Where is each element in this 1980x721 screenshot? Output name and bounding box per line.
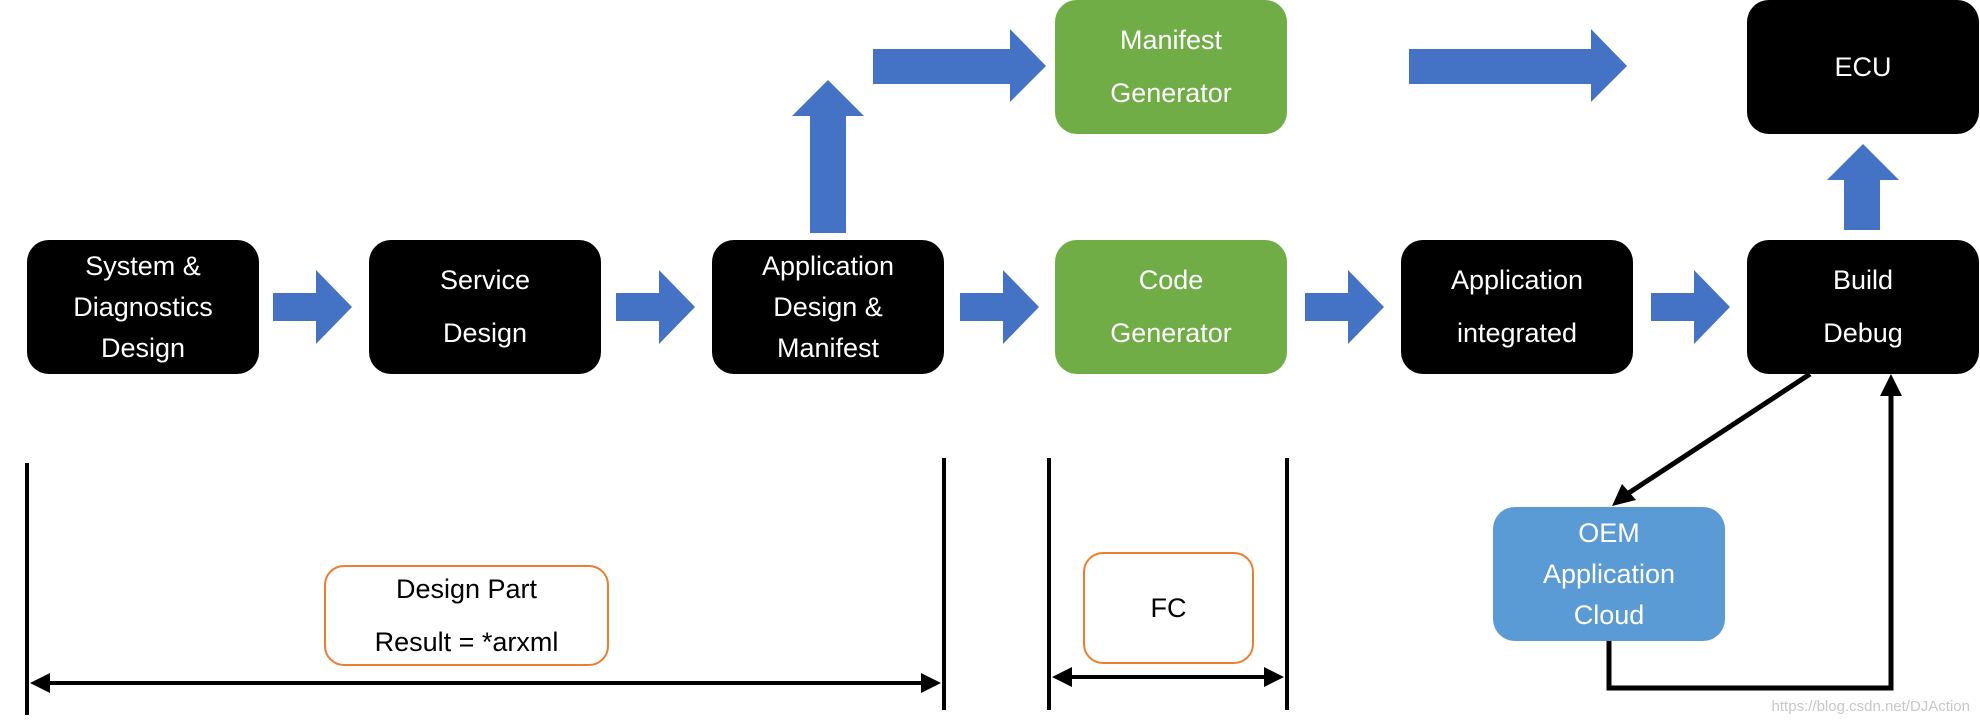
node-label: Design &: [773, 291, 883, 322]
node-label: Generator: [1110, 78, 1232, 108]
node-label: Build: [1832, 265, 1894, 295]
node-manifest-generator: Manifest Generator: [1055, 0, 1287, 134]
node-application-design: Application Design & Manifest: [712, 240, 944, 374]
block-arrow-system-to-service: [273, 270, 352, 344]
node-label: Application: [1542, 558, 1676, 589]
node-label: Debug: [1823, 318, 1903, 348]
node-label: Application: [1450, 265, 1584, 295]
block-arrow-application-up: [792, 80, 864, 233]
annotation-label: Design Part: [395, 573, 538, 604]
node-label: OEM: [1578, 517, 1640, 548]
node-label: Cloud: [1573, 599, 1645, 630]
node-code-generator: Code Generator: [1055, 240, 1287, 374]
cloud-to-build-arrow: [1606, 388, 1894, 691]
node-label: Service: [439, 265, 531, 295]
node-label: Design: [442, 318, 528, 348]
node-label: integrated: [1456, 318, 1578, 348]
node-service-design: Service Design: [369, 240, 601, 374]
block-arrow-to-manifest: [873, 29, 1046, 102]
watermark: https://blog.csdn.net/DJAction: [1771, 698, 1970, 715]
block-arrow-code-to-integrated: [1305, 270, 1384, 344]
block-arrow-integrated-to-build: [1651, 270, 1730, 344]
node-label: Manifest: [776, 332, 880, 363]
block-arrow-service-to-application: [616, 270, 695, 344]
node-ecu: ECU: [1747, 0, 1979, 134]
node-label: Diagnostics: [73, 291, 213, 322]
annotation-label: FC: [1150, 592, 1187, 623]
node-label: Application: [761, 250, 895, 281]
node-label: Design: [100, 332, 186, 363]
block-arrow-manifest-to-ecu: [1409, 29, 1627, 102]
node-system-diagnostics: System & Diagnostics Design: [27, 240, 259, 374]
node-label: Generator: [1110, 318, 1232, 348]
build-to-cloud-arrow: [1616, 371, 1812, 503]
annotation-fc: FC: [1083, 552, 1254, 664]
node-label: Manifest: [1119, 25, 1223, 55]
block-arrow-build-to-ecu: [1827, 144, 1899, 230]
node-oem-cloud: OEM Application Cloud: [1493, 507, 1725, 641]
annotation-label: Result = *arxml: [374, 626, 559, 657]
node-label: System &: [85, 250, 201, 281]
node-build-debug: Build Debug: [1747, 240, 1979, 374]
node-label: Code: [1138, 265, 1204, 295]
node-label: ECU: [1834, 51, 1892, 82]
node-application-integrated: Application integrated: [1401, 240, 1633, 374]
block-arrow-application-to-code: [960, 270, 1039, 344]
annotation-design-part: Design Part Result = *arxml: [324, 565, 609, 666]
